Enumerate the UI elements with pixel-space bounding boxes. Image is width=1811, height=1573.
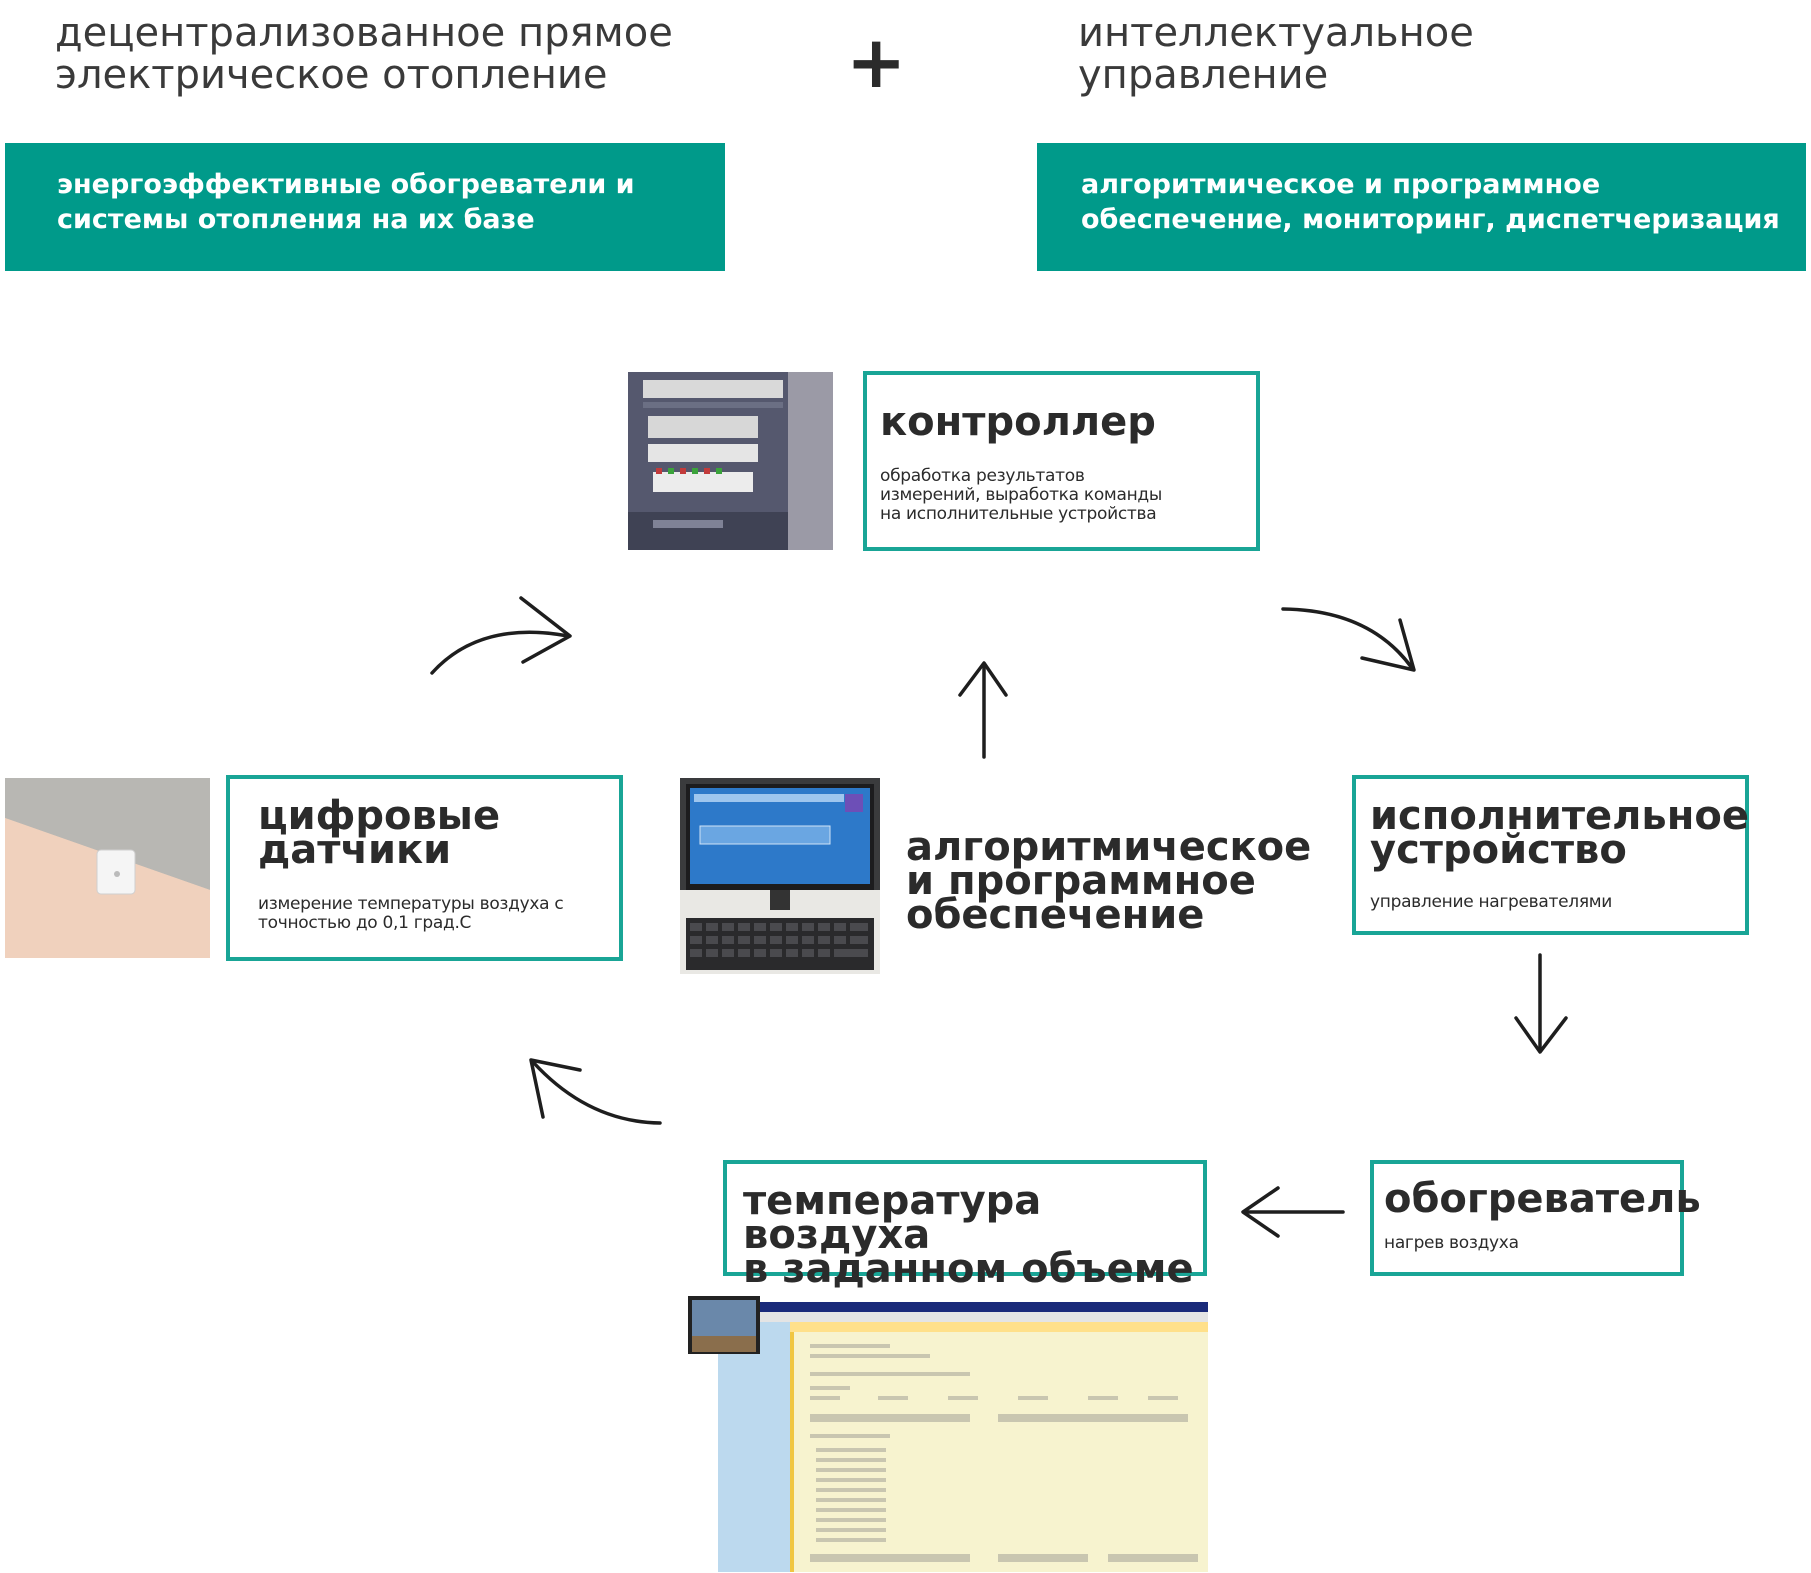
sensors-box: цифровые датчики измерение температуры в… xyxy=(226,775,623,961)
actuator-subtitle: управление нагревателями xyxy=(1370,892,1613,912)
software-title: алгоритмическое и программное обеспечени… xyxy=(906,824,1312,938)
arrow-sensors-to-controller xyxy=(430,596,572,675)
heater-title: обогреватель xyxy=(1384,1176,1701,1222)
arrow-temperature-to-sensors xyxy=(529,1058,662,1125)
controller-photo xyxy=(628,372,833,550)
heater-subtitle: нагрев воздуха xyxy=(1384,1233,1519,1253)
controller-subtitle: обработка результатов измерений, выработ… xyxy=(880,466,1162,524)
sensor-photo xyxy=(5,778,210,958)
sensors-title: цифровые датчики xyxy=(258,793,501,873)
sensors-subtitle: измерение температуры воздуха с точность… xyxy=(258,894,564,933)
heater-box: обогреватель нагрев воздуха xyxy=(1370,1160,1701,1276)
temperature-title: температура воздуха в заданном объеме xyxy=(743,1178,1194,1292)
arrow-controller-to-actuator xyxy=(1281,607,1416,672)
arrow-heater-to-temperature xyxy=(1241,1186,1345,1238)
plus-sign: + xyxy=(846,20,907,104)
temperature-box: температура воздуха в заданном объеме xyxy=(723,1160,1207,1289)
monitoring-screenshot xyxy=(688,1296,1208,1572)
software-photo xyxy=(680,778,880,974)
left-banner: энергоэффективные обогреватели и системы… xyxy=(5,143,725,271)
controller-box: контроллер обработка результатов измерен… xyxy=(863,371,1260,551)
controller-title: контроллер xyxy=(880,399,1156,445)
arrow-actuator-to-heater xyxy=(1514,953,1568,1054)
actuator-box: исполнительное устройство управление наг… xyxy=(1352,775,1749,935)
arrow-software-to-controller xyxy=(958,661,1008,759)
right-heading: интеллектуальное управление xyxy=(1078,10,1474,98)
left-heading: децентрализованное прямое электрическое … xyxy=(55,10,673,98)
actuator-title: исполнительное устройство xyxy=(1370,793,1749,873)
right-banner: алгоритмическое и программное обеспечени… xyxy=(1037,143,1806,271)
